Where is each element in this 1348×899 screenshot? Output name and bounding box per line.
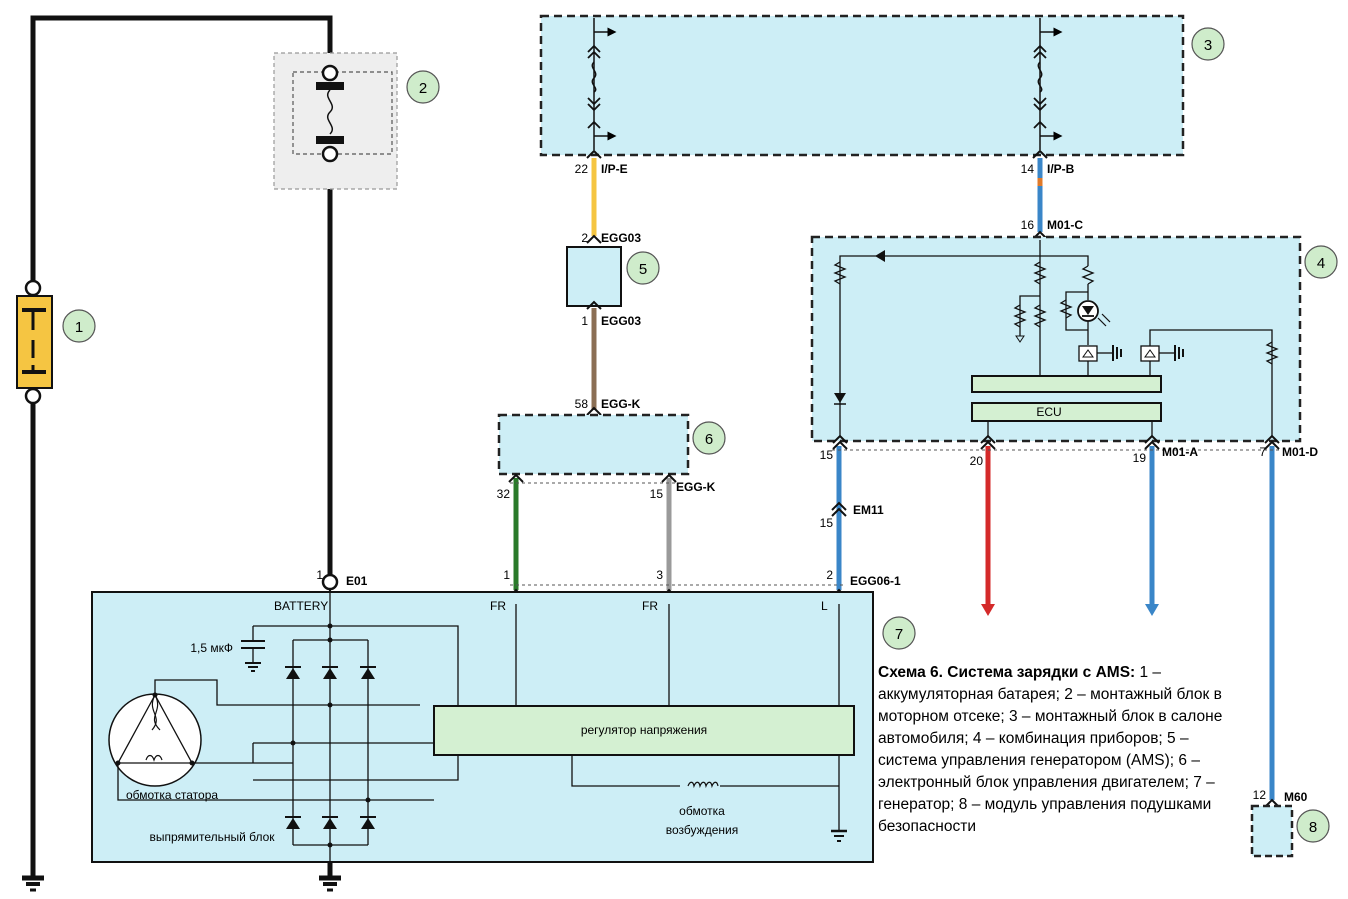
- engine-fuse-block: [273, 52, 398, 190]
- generator-box: [91, 573, 874, 863]
- pin-7: 7: [1259, 445, 1266, 459]
- callout-6: 6: [692, 421, 726, 455]
- label-m01-d: M01-D: [1282, 445, 1318, 459]
- callout-1: 1: [62, 309, 96, 343]
- label-fr-1: FR: [490, 599, 506, 613]
- label-e01: E01: [346, 574, 368, 588]
- label-capacitor: 1,5 мкФ: [190, 641, 233, 655]
- gen-pin-3: 3: [656, 568, 663, 582]
- label-m01-a: M01-A: [1162, 445, 1198, 459]
- label-ecu: ECU: [1036, 405, 1061, 419]
- label-l: L: [821, 599, 828, 613]
- airbag-module-box: [1250, 804, 1294, 858]
- instrument-cluster-box: [810, 235, 1302, 450]
- pin-16: 16: [1021, 218, 1035, 232]
- label-ip-e: I/P-E: [601, 162, 628, 176]
- pin-19: 19: [1133, 451, 1147, 465]
- pin-15-em11: 15: [820, 516, 834, 530]
- pin-32: 32: [497, 487, 511, 501]
- callout-2: 2: [406, 70, 440, 104]
- pin-20: 20: [970, 454, 984, 468]
- label-regulator: регулятор напряжения: [581, 723, 707, 737]
- svg-text:8: 8: [1309, 819, 1317, 836]
- svg-text:1: 1: [75, 319, 83, 336]
- caption-text: 1 – аккумуляторная батарея; 2 – монтажны…: [878, 664, 1223, 835]
- callout-4: 4: [1304, 245, 1338, 279]
- gen-pin-1: 1: [503, 568, 510, 582]
- generator-labels: BATTERY FR FR L 1,5 мкФ регулятор напряж…: [126, 405, 1062, 844]
- svg-text:2: 2: [419, 80, 427, 97]
- ground-symbol-left: [22, 868, 44, 892]
- label-egg03-bottom: EGG03: [601, 314, 641, 328]
- callout-3: 3: [1191, 27, 1225, 61]
- ecm-box: [497, 413, 690, 483]
- svg-text:6: 6: [705, 431, 713, 448]
- svg-text:5: 5: [639, 261, 647, 278]
- callout-7: 7: [882, 616, 916, 650]
- callout-8: 8: [1296, 809, 1330, 843]
- diagram-caption: Схема 6. Система зарядки с AMS: 1 – акку…: [878, 662, 1250, 838]
- pin-15-egg-k: 15: [650, 487, 664, 501]
- pin-22: 22: [575, 162, 589, 176]
- label-ip-b: I/P-B: [1047, 162, 1075, 176]
- pin-1-e01: 1: [316, 568, 323, 582]
- callout-5: 5: [626, 251, 660, 285]
- interior-fuse-block: [539, 14, 1185, 159]
- ams-control-box: [566, 246, 622, 310]
- label-egg-k-58: EGG-K: [601, 397, 641, 411]
- label-m60: M60: [1284, 790, 1308, 804]
- label-excitation-1: обмотка: [679, 804, 725, 818]
- connector-labels: 22 I/P-E 14 I/P-B 2 EGG03 1 EGG03 58 EGG…: [316, 162, 1318, 804]
- pin-15-cluster: 15: [820, 448, 834, 462]
- pin-58: 58: [575, 397, 589, 411]
- svg-text:3: 3: [1204, 37, 1212, 54]
- caption-title: Схема 6. Система зарядки с AMS:: [878, 664, 1136, 681]
- label-egg06-1: EGG06-1: [850, 574, 901, 588]
- label-stator: обмотка статора: [126, 788, 218, 802]
- gen-pin-2: 2: [826, 568, 833, 582]
- label-battery: BATTERY: [274, 599, 328, 613]
- label-egg03-top: EGG03: [601, 231, 641, 245]
- pin-2: 2: [581, 231, 588, 245]
- battery-symbol: [16, 279, 53, 405]
- label-egg-k-15: EGG-K: [676, 480, 716, 494]
- label-excitation-2: возбуждения: [666, 823, 738, 837]
- pin-12: 12: [1253, 788, 1267, 802]
- svg-text:4: 4: [1317, 255, 1325, 272]
- label-m01-c: M01-C: [1047, 218, 1083, 232]
- label-em11: EM11: [853, 503, 884, 517]
- pin-14: 14: [1021, 162, 1035, 176]
- svg-text:7: 7: [895, 626, 903, 643]
- label-fr-2: FR: [642, 599, 658, 613]
- pin-1-egg03: 1: [581, 314, 588, 328]
- ground-symbol-generator: [319, 862, 341, 892]
- label-rectifier: выпрямительный блок: [149, 830, 275, 844]
